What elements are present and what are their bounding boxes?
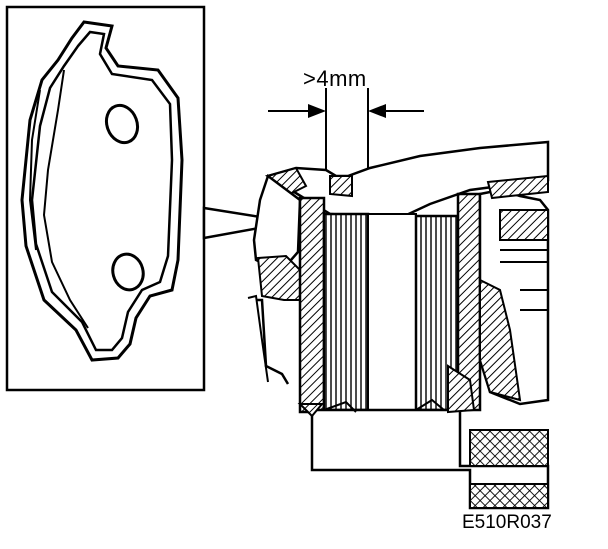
pad-hole-upper <box>104 103 140 145</box>
inset-leader <box>202 206 293 240</box>
pad-hole-lower <box>111 252 145 292</box>
friction-material-outline <box>30 30 174 352</box>
dimension-label: >4mm <box>303 66 367 91</box>
pad-inner-contour <box>42 69 89 329</box>
caliper-assembly <box>247 140 550 510</box>
figure-code: E510R037 <box>462 512 552 533</box>
inset-panel <box>5 5 206 392</box>
pad-edge-contour <box>28 89 41 251</box>
